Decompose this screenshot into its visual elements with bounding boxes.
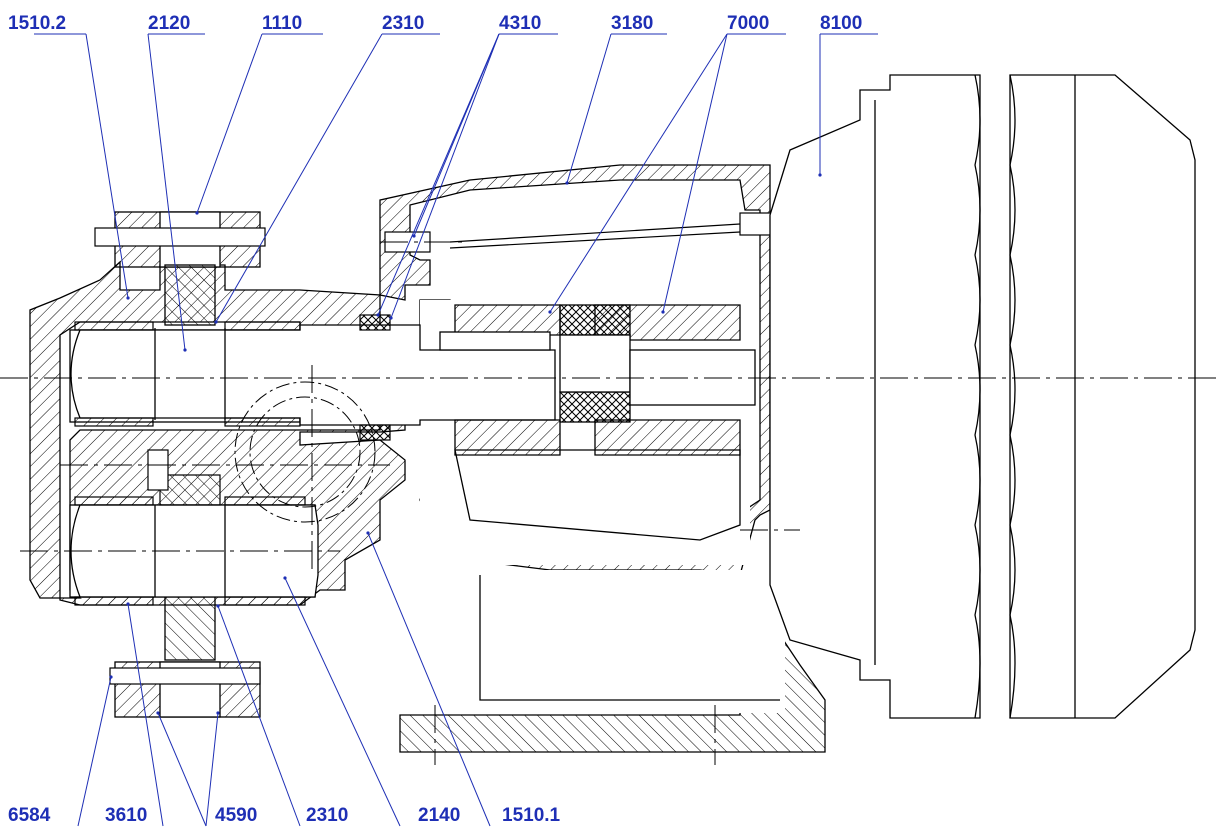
leader-line (77, 676, 112, 827)
leader-line (215, 33, 383, 323)
part-label-3610: 3610 (105, 805, 148, 826)
leader-dot (183, 348, 187, 352)
part-label-4310: 4310 (499, 13, 542, 34)
leader-line (367, 532, 491, 827)
part-label-6584: 6584 (8, 805, 51, 826)
leader-dot (661, 310, 665, 314)
leader-line (662, 33, 728, 313)
leader-dot (195, 211, 199, 215)
leader-dot (366, 531, 370, 535)
label-leader-lines (34, 33, 878, 827)
seals-4310 (359, 314, 391, 441)
leader-dot (156, 711, 160, 715)
leader-line (284, 577, 401, 827)
bearings (74, 321, 306, 606)
leader-dot (283, 576, 287, 580)
leader-line (217, 605, 301, 827)
leader-line (196, 33, 263, 214)
coupling-7000 (439, 304, 756, 456)
leader-dot (565, 181, 569, 185)
leader-dot (126, 296, 130, 300)
leader-dot (818, 173, 822, 177)
part-label-2120: 2120 (148, 13, 191, 34)
leader-line (147, 33, 186, 351)
center-lines (0, 241, 1217, 765)
motor-8100 (769, 74, 1196, 719)
leader-line (566, 33, 612, 184)
leader-line (377, 33, 500, 316)
part-label-1110: 1110 (262, 13, 303, 34)
part-label-8100: 8100 (820, 13, 863, 34)
part-label-2310: 2310 (382, 13, 425, 34)
part-label-1510-2: 1510.2 (8, 13, 67, 34)
part-label-3180: 3180 (611, 13, 654, 34)
part-label-4590: 4590 (215, 805, 258, 826)
leader-dot (216, 604, 220, 608)
leader-line (85, 33, 129, 299)
part-label-2310: 2310 (306, 805, 349, 826)
part-label-7000: 7000 (727, 13, 770, 34)
leader-dot (548, 310, 552, 314)
mounting-foot (399, 570, 826, 753)
leader-dot (412, 234, 416, 238)
leader-dot (389, 316, 393, 320)
leader-line (549, 33, 728, 313)
leader-dot (126, 602, 130, 606)
leader-line (390, 33, 500, 319)
leader-dot (216, 711, 220, 715)
gear-pitch-circles (234, 381, 376, 523)
leader-dot (214, 320, 218, 324)
leader-dot (109, 675, 113, 679)
part-label-2140: 2140 (418, 805, 461, 826)
leader-line (205, 712, 219, 827)
leader-dot (376, 313, 380, 317)
lower-shaft (70, 504, 319, 598)
part-label-1510-1: 1510.1 (502, 805, 561, 826)
leader-line (157, 712, 207, 827)
leader-line (127, 603, 164, 827)
